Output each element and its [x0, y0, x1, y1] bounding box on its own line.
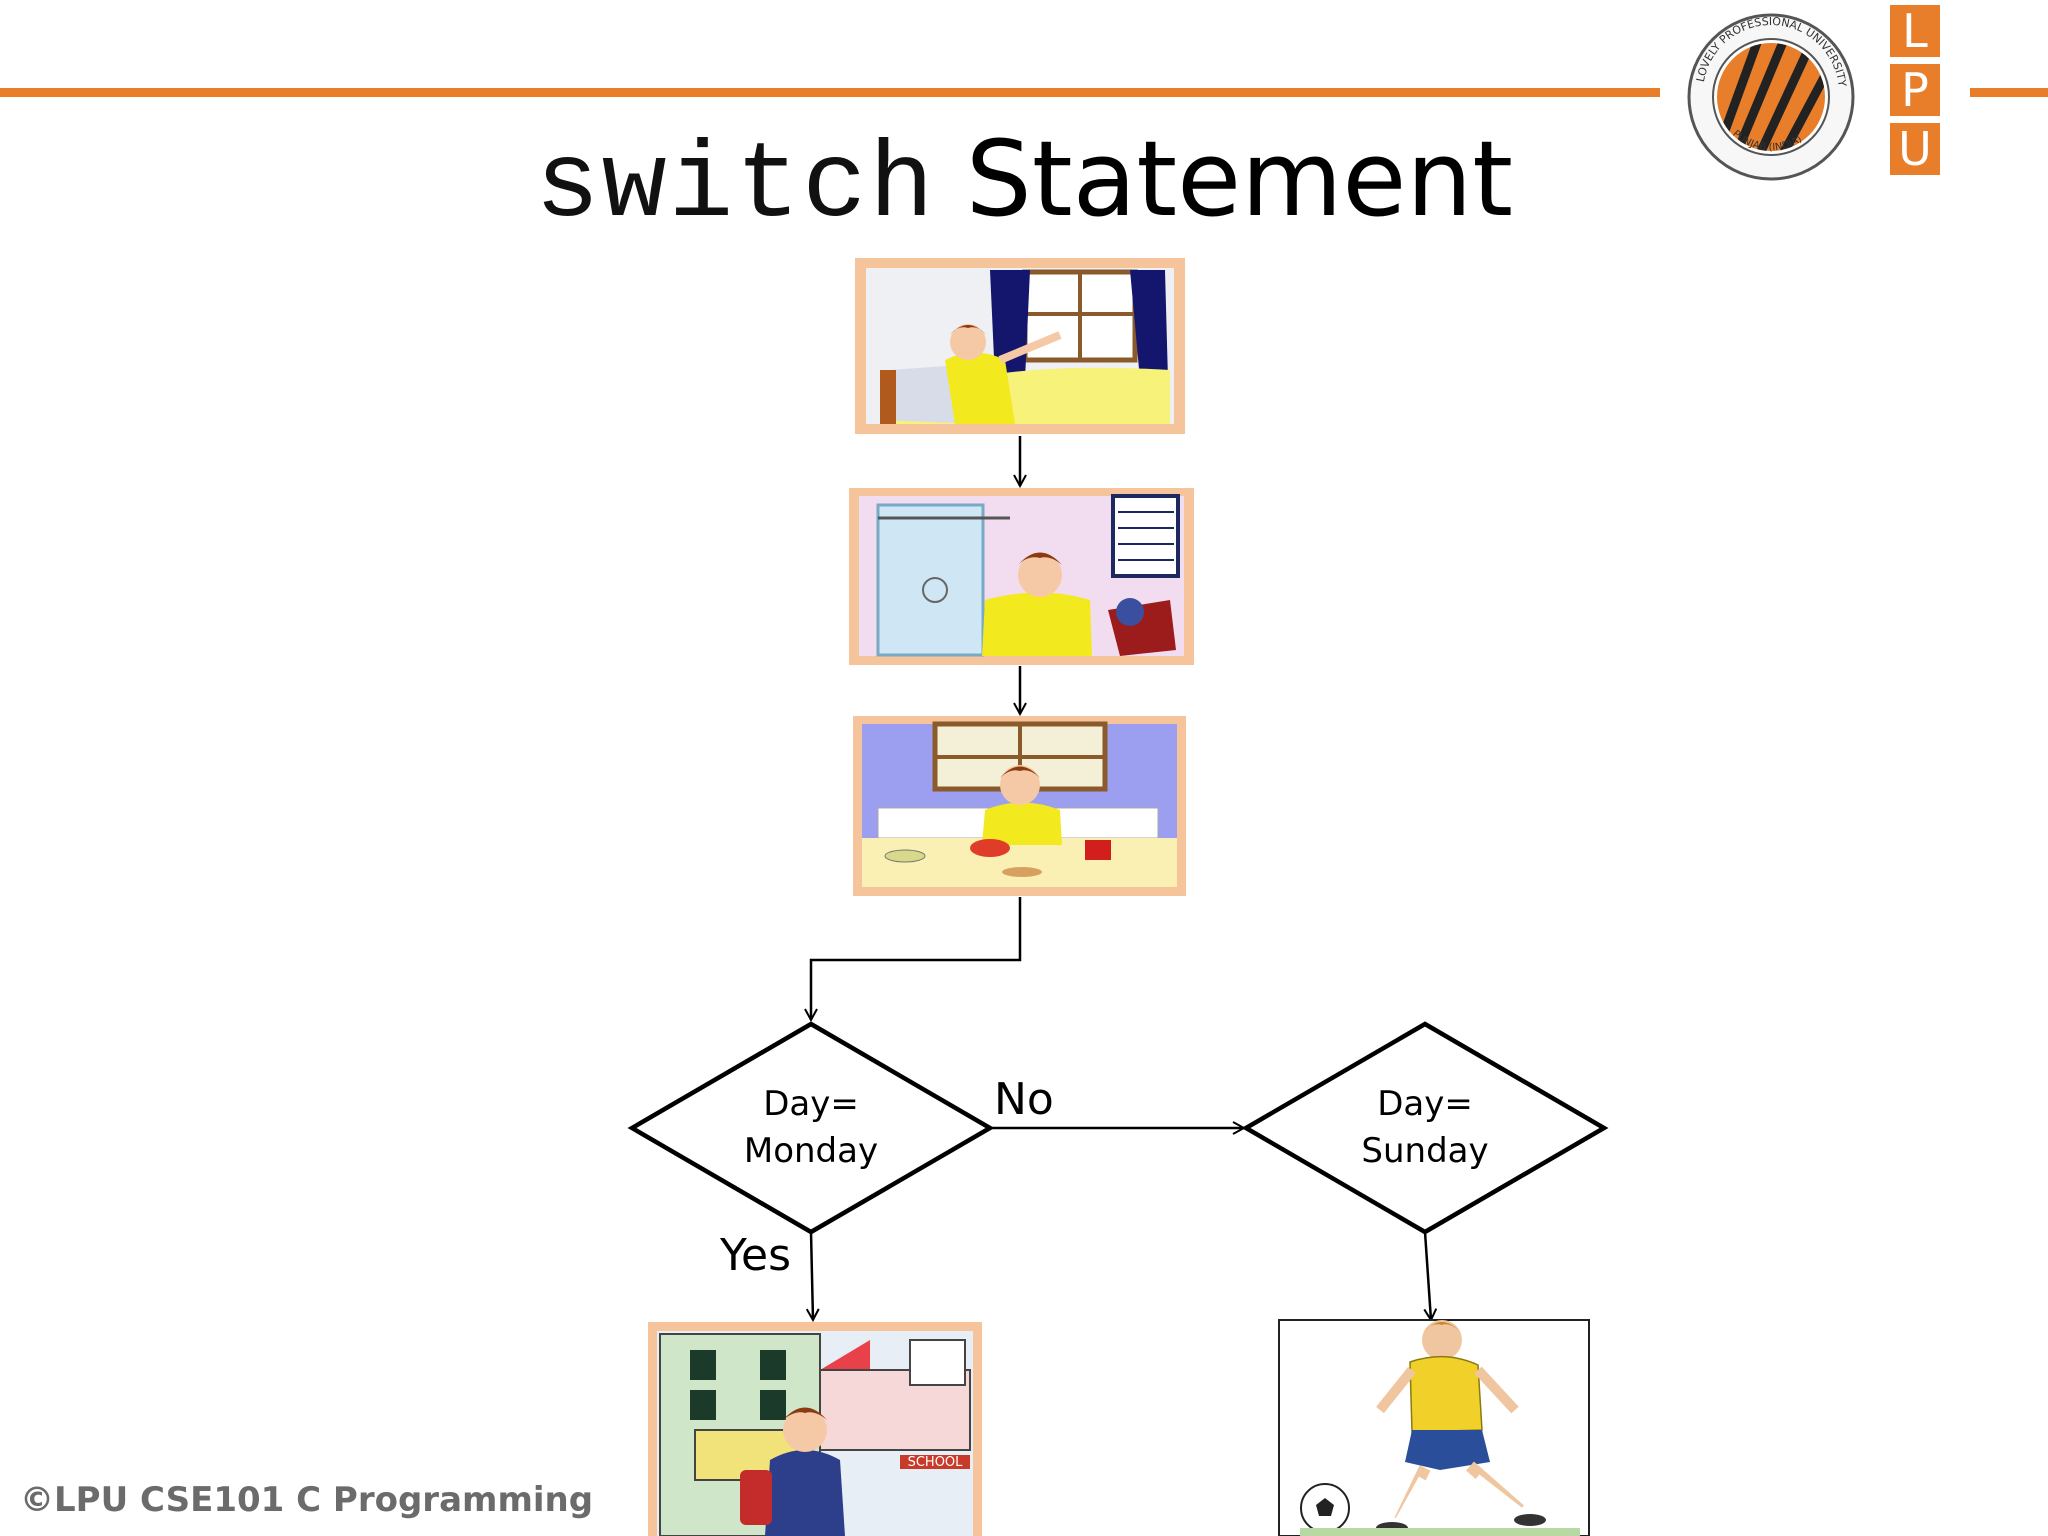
decision-monday-line1: Day=	[763, 1084, 859, 1124]
header-line-right	[1970, 88, 2048, 97]
lpu-seal-icon: LOVELY PROFESSIONAL UNIVERSITY PUNJAB (I…	[1687, 13, 1855, 181]
decision-sunday-label: Day= Sunday	[1325, 1081, 1525, 1175]
title-word: Statement	[965, 118, 1514, 240]
wake-up-illustration	[855, 258, 1185, 434]
title-keyword: switch	[534, 126, 936, 248]
logo-letter-l: L	[1890, 5, 1940, 57]
school-illustration: SCHOOL	[648, 1322, 982, 1536]
footer-copyright: ©LPU CSE101 C Programming	[20, 1480, 594, 1520]
header-line-left	[0, 88, 1660, 97]
arrow-yes	[811, 1231, 813, 1320]
breakfast-illustration	[853, 716, 1186, 896]
logo-letter-u: U	[1890, 123, 1940, 175]
branch-label-yes: Yes	[720, 1230, 792, 1281]
arrow-sunday	[1425, 1231, 1431, 1320]
football-illustration	[1278, 1319, 1590, 1536]
decision-monday-line2: Monday	[743, 1131, 879, 1171]
lpu-logo: LOVELY PROFESSIONAL UNIVERSITY PUNJAB (I…	[1678, 0, 2018, 190]
branch-label-no: No	[994, 1074, 1054, 1125]
decision-sunday-line1: Day=	[1377, 1084, 1473, 1124]
decision-monday-label: Day= Monday	[711, 1081, 911, 1175]
decision-sunday-line2: Sunday	[1361, 1131, 1489, 1171]
brush-teeth-illustration	[849, 488, 1194, 665]
arrow-3	[811, 897, 1022, 1020]
logo-letter-p: P	[1890, 64, 1940, 116]
school-sign: SCHOOL	[908, 1455, 964, 1470]
